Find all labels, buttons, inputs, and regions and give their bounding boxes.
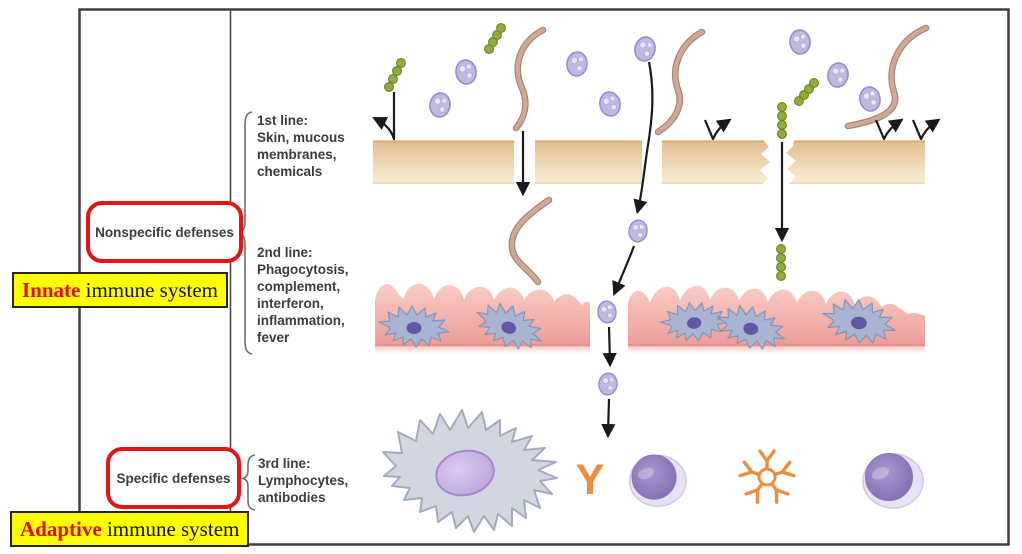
penetration-arrow bbox=[602, 326, 617, 368]
macrophage-nucleus bbox=[435, 449, 495, 497]
skin-barrier bbox=[373, 140, 925, 184]
third-line-item: antibodies bbox=[258, 490, 326, 505]
igm-pentamer-icon bbox=[738, 449, 796, 504]
second-line-item: fever bbox=[257, 330, 290, 345]
third-line-text: 3rd line: Lymphocytes, antibodies bbox=[258, 455, 348, 506]
deflected-arrow bbox=[874, 118, 904, 141]
second-line-item: interferon, bbox=[257, 296, 324, 311]
deflected-arrow bbox=[911, 118, 941, 141]
skin-segment-1 bbox=[373, 141, 514, 184]
worm-icon bbox=[655, 29, 705, 135]
first-line-item: membranes, bbox=[257, 147, 337, 162]
nonspecific-defenses-label: Nonspecific defenses bbox=[95, 224, 234, 240]
adaptive-immune-system-label: Adaptive immune system bbox=[10, 511, 250, 547]
penetration-arrow bbox=[633, 61, 654, 215]
second-line-item: Phagocytosis, bbox=[257, 262, 349, 277]
lymphocyte-icon bbox=[862, 452, 924, 509]
penetration-arrow bbox=[612, 245, 636, 296]
first-line-title: 1st line: bbox=[257, 113, 309, 128]
third-line-item: Lymphocytes, bbox=[258, 473, 349, 488]
skin-segment-4 bbox=[786, 141, 925, 184]
second-line-text: 2nd line: Phagocytosis, complement, inte… bbox=[257, 244, 349, 346]
lymphocyte-icon bbox=[628, 454, 687, 507]
worm-icon bbox=[509, 197, 552, 285]
worm-bodies bbox=[509, 25, 929, 285]
innate-emphasis: Innate bbox=[22, 277, 81, 302]
skin-segment-2 bbox=[535, 141, 642, 184]
first-line-item: chemicals bbox=[257, 164, 323, 179]
third-line-title: 3rd line: bbox=[258, 456, 311, 471]
antibody-y-icon: Y bbox=[576, 456, 605, 504]
third-line-cells: Y bbox=[382, 409, 924, 533]
skin-segment-3 bbox=[662, 141, 770, 184]
second-line-item: complement, bbox=[257, 279, 341, 294]
innate-rest: immune system bbox=[80, 277, 219, 302]
penetration-arrow bbox=[601, 398, 616, 439]
first-line-text: 1st line: Skin, mucous membranes, chemic… bbox=[257, 112, 345, 180]
second-line-title: 2nd line: bbox=[257, 245, 313, 260]
innate-immune-system-label: Innate immune system bbox=[12, 272, 229, 308]
adaptive-emphasis: Adaptive bbox=[20, 516, 102, 541]
specific-defenses-label: Specific defenses bbox=[116, 470, 231, 486]
pathogen-arrows bbox=[372, 61, 941, 439]
deflected-arrow bbox=[372, 92, 396, 141]
parasitic-worms bbox=[508, 24, 930, 286]
specific-brace bbox=[240, 454, 256, 511]
deflected-arrow bbox=[703, 118, 732, 141]
worm-icon bbox=[513, 27, 546, 131]
second-line-item: inflammation, bbox=[257, 313, 345, 328]
adaptive-rest: immune system bbox=[101, 516, 240, 541]
nonspecific-defenses-box: Nonspecific defenses bbox=[86, 201, 243, 263]
first-line-item: Skin, mucous bbox=[257, 130, 345, 145]
specific-defenses-box: Specific defenses bbox=[106, 447, 241, 509]
worm-icon bbox=[845, 25, 929, 129]
